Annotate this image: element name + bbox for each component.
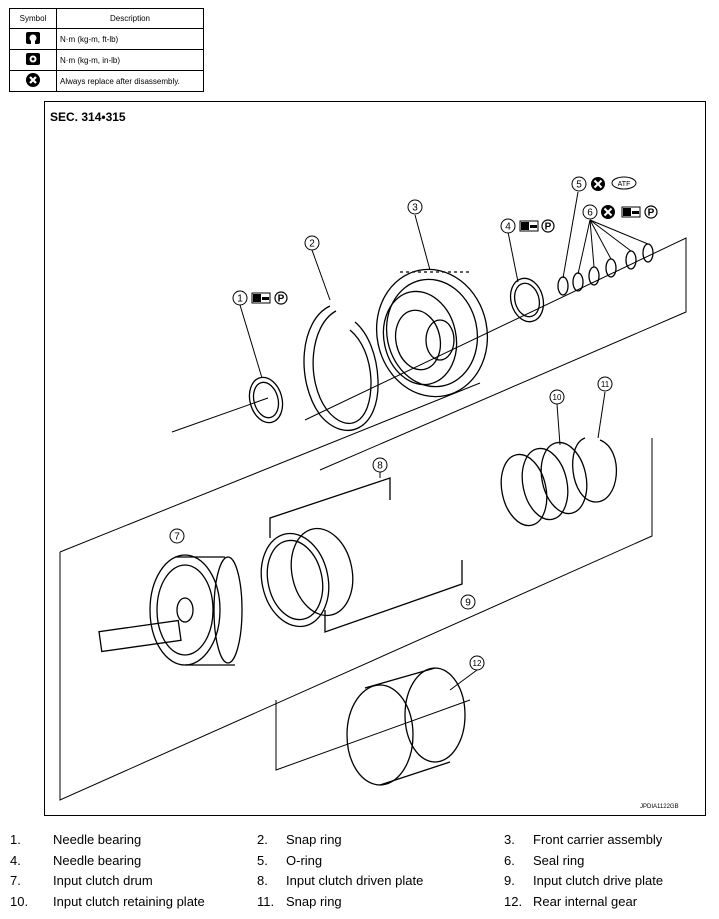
callout-9: 9 bbox=[460, 594, 476, 610]
part-number: 3. bbox=[504, 832, 515, 847]
parts-list: 1. Needle bearing 2. Snap ring 3. Front … bbox=[10, 832, 710, 915]
part-name: Input clutch driven plate bbox=[286, 873, 424, 889]
part-number: 4. bbox=[10, 852, 21, 868]
part-number: 6. bbox=[504, 852, 515, 868]
part-name: Needle bearing bbox=[53, 852, 142, 868]
part-name: Snap ring bbox=[286, 894, 342, 910]
callout-3: 3 bbox=[407, 199, 423, 215]
svg-text:2: 2 bbox=[309, 239, 315, 250]
callout-5: 5 bbox=[571, 176, 587, 192]
callout-8: 8 bbox=[372, 457, 388, 473]
part-name: Input clutch drive plate bbox=[533, 873, 664, 889]
part-number: 8. bbox=[257, 873, 268, 889]
part-number: 7. bbox=[10, 873, 21, 889]
clutch-plates-front bbox=[260, 477, 463, 633]
svg-text:ATF: ATF bbox=[618, 181, 631, 188]
torque-wrench-icon bbox=[9, 28, 57, 50]
callout-6: 6 bbox=[582, 204, 598, 220]
part-number: 10. bbox=[10, 894, 29, 910]
section-title: SEC. 314•315 bbox=[50, 110, 126, 124]
part-name: Needle bearing bbox=[53, 832, 142, 847]
part-number: 2. bbox=[257, 832, 268, 847]
part-number: 12. bbox=[504, 894, 523, 910]
svg-text:6: 6 bbox=[587, 208, 593, 219]
part-number: 11. bbox=[257, 894, 275, 910]
parts-row: 7. Input clutch drum 8. Input clutch dri… bbox=[10, 873, 710, 894]
image-code: JPDIA1122GB bbox=[640, 804, 679, 810]
part-number: 1. bbox=[10, 832, 21, 847]
input-clutch-drum bbox=[98, 554, 243, 666]
legend-row-replace: Always replace after disassembly. bbox=[56, 70, 204, 92]
needle-bearing-1 bbox=[248, 376, 284, 424]
part-name: O-ring bbox=[286, 852, 323, 868]
rear-internal-gear bbox=[346, 667, 466, 786]
svg-text:3: 3 bbox=[412, 203, 418, 214]
replace-x-icon bbox=[590, 176, 606, 192]
part-number: 5. bbox=[257, 852, 268, 868]
clutch-plates-rear bbox=[500, 441, 588, 527]
svg-text:5: 5 bbox=[576, 180, 582, 191]
replace-x-icon bbox=[9, 70, 57, 92]
snap-ring-2 bbox=[303, 305, 379, 432]
part-name: Input clutch drum bbox=[53, 873, 153, 889]
svg-text:12: 12 bbox=[473, 659, 482, 668]
callout-11: 11 bbox=[597, 376, 613, 392]
seal-rings bbox=[557, 243, 654, 296]
needle-bearing-4 bbox=[509, 277, 545, 323]
diagram-frame bbox=[44, 101, 706, 816]
parts-row: 1. Needle bearing 2. Snap ring 3. Front … bbox=[10, 832, 710, 853]
svg-text:4: 4 bbox=[505, 222, 511, 233]
part-name: Snap ring bbox=[286, 832, 342, 847]
svg-text:11: 11 bbox=[601, 380, 610, 389]
callout-12: 12 bbox=[469, 655, 485, 671]
svg-text:9: 9 bbox=[465, 598, 471, 609]
parts-row: 10. Input clutch retaining plate 11. Sna… bbox=[10, 894, 710, 915]
svg-text:8: 8 bbox=[377, 461, 383, 472]
svg-text:1: 1 bbox=[237, 294, 243, 305]
part-name: Seal ring bbox=[533, 852, 585, 868]
part-number: 9. bbox=[504, 873, 515, 889]
axis-line-1 bbox=[171, 397, 269, 433]
callout-2: 2 bbox=[304, 235, 320, 251]
svg-text:10: 10 bbox=[553, 393, 562, 402]
front-carrier-assembly bbox=[375, 268, 489, 398]
snap-ring-11 bbox=[572, 437, 618, 503]
callout-1: 1 bbox=[232, 290, 248, 306]
part-name: Rear internal gear bbox=[533, 894, 638, 910]
part-name: Input clutch retaining plate bbox=[53, 894, 205, 910]
callout-4: 4 bbox=[500, 218, 516, 234]
callout-10: 10 bbox=[549, 389, 565, 405]
parts-row: 4. Needle bearing 5. O-ring 6. Seal ring bbox=[10, 853, 710, 874]
part-name: Front carrier assembly bbox=[533, 832, 663, 847]
svg-text:7: 7 bbox=[174, 532, 180, 543]
callout-7: 7 bbox=[169, 528, 185, 544]
replace-x-icon bbox=[600, 204, 616, 220]
symbol-legend-table: Symbol Description N·m (kg-m, ft-lb) N·m… bbox=[9, 8, 204, 92]
atf-badge: ATF bbox=[611, 176, 637, 190]
